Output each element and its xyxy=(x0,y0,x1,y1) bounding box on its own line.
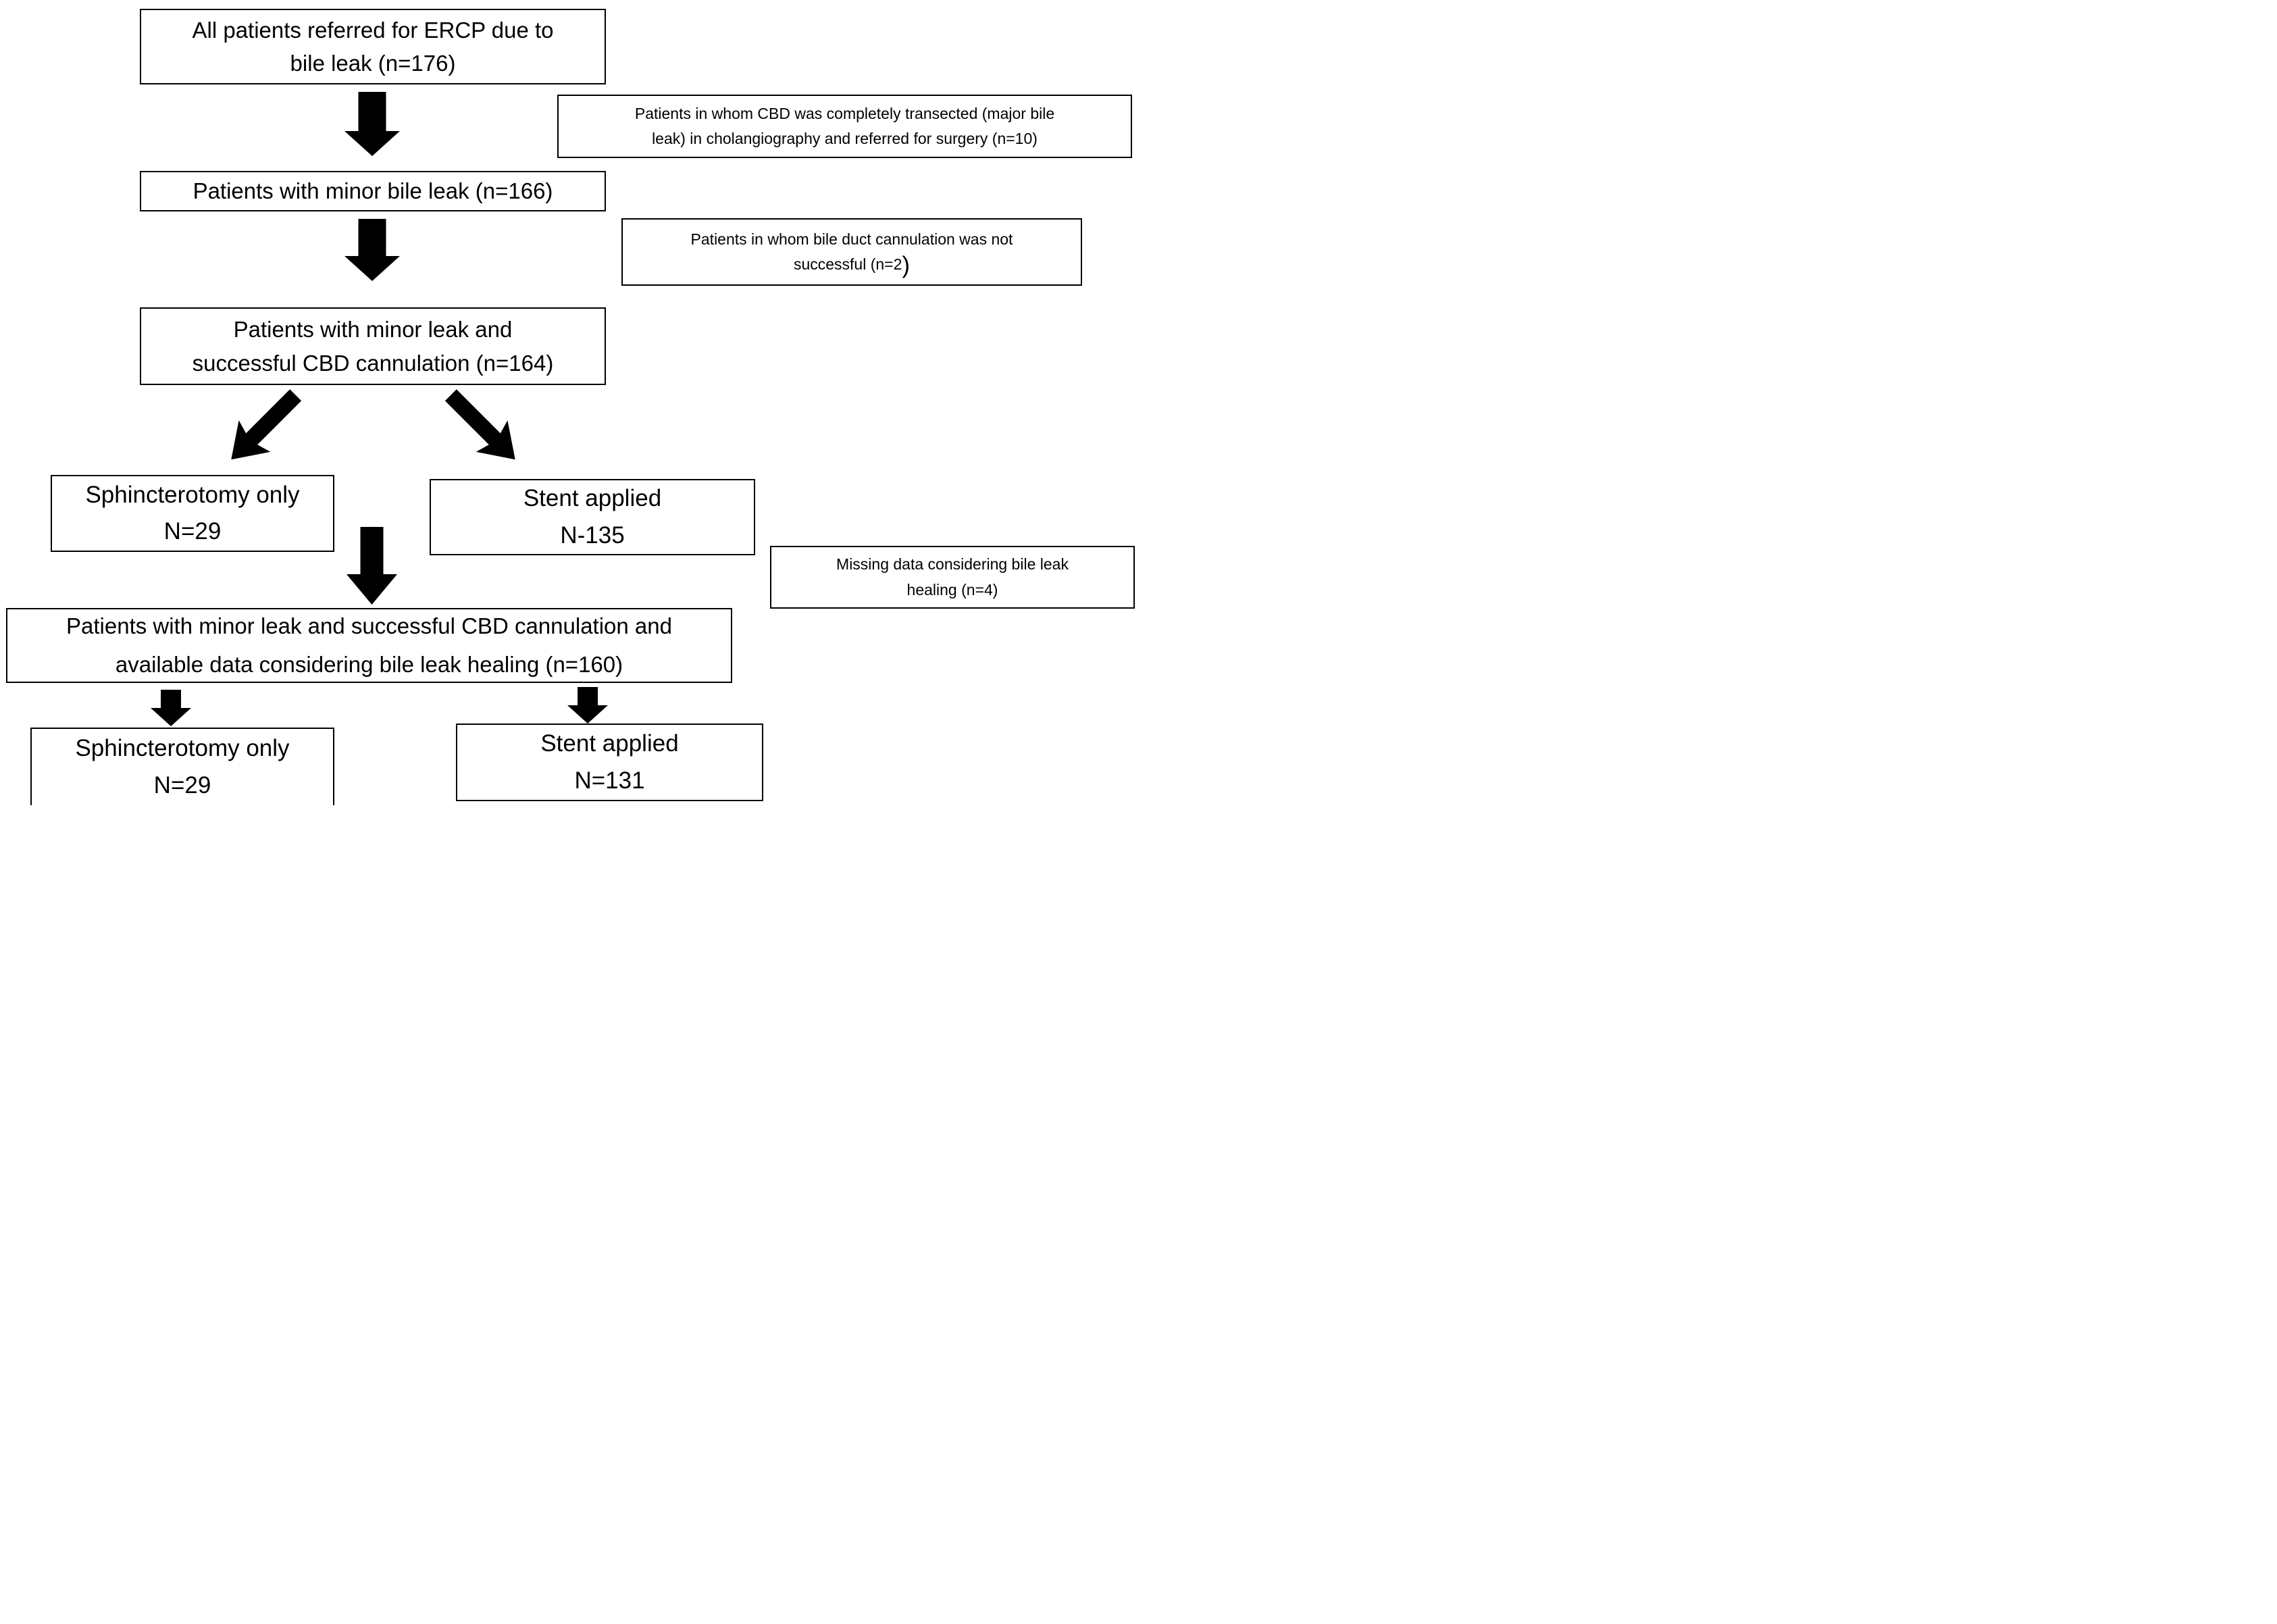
text-line: successful (n=2) xyxy=(623,252,1081,277)
node-sphincterotomy-only-2-text: Sphincterotomy only N=29 xyxy=(32,730,333,804)
node-referred-ercp-text: All patients referred for ERCP due to bi… xyxy=(141,14,605,80)
arrow-referred-to-minor-leak xyxy=(344,92,400,156)
node-excluded-cannulation-failed: Patients in whom bile duct cannulation w… xyxy=(621,218,1082,286)
text-line: Patients in whom bile duct cannulation w… xyxy=(690,230,1013,248)
node-minor-bile-leak: Patients with minor bile leak (n=166) xyxy=(140,171,606,211)
text-line: Stent applied xyxy=(540,730,679,757)
text-line: N=29 xyxy=(153,771,211,798)
node-excluded-major-leak-text: Patients in whom CBD was completely tran… xyxy=(559,101,1131,152)
block-arrow-diagonal-icon xyxy=(231,389,302,460)
text-line: Patients with minor leak and xyxy=(233,317,513,342)
flowchart-canvas: All patients referred for ERCP due to bi… xyxy=(0,0,1139,812)
node-stent-applied-2-text: Stent applied N=131 xyxy=(457,726,762,799)
node-stent-applied-2: Stent applied N=131 xyxy=(456,724,763,801)
text-line: leak) in cholangiography and referred fo… xyxy=(652,130,1038,147)
node-final-cohort: Patients with minor leak and successful … xyxy=(6,608,732,683)
arrow-final-to-stent xyxy=(567,687,608,724)
arrow-branch-to-sphincterotomy xyxy=(215,379,311,475)
block-arrow-diagonal-icon xyxy=(444,389,515,460)
arrow-branch-to-stent xyxy=(435,379,531,475)
arrow-minor-leak-to-cannulation xyxy=(344,219,400,281)
arrow-to-final-cohort xyxy=(347,527,397,605)
arrow-final-to-sphincterotomy xyxy=(151,690,191,726)
text-line: N=29 xyxy=(163,518,222,544)
text-line: Stent applied xyxy=(523,485,662,512)
text-line: bile leak (n=176) xyxy=(290,51,456,76)
text-line: Patients with minor bile leak (n=166) xyxy=(193,178,553,204)
large-paren-glyph: ) xyxy=(902,252,911,278)
node-sphincterotomy-only-2: Sphincterotomy only N=29 xyxy=(30,728,334,805)
block-arrow-down-icon xyxy=(344,92,400,156)
node-cannulation-success-text: Patients with minor leak and successful … xyxy=(141,313,605,380)
node-cannulation-success: Patients with minor leak and successful … xyxy=(140,307,606,385)
node-excluded-cannulation-failed-text: Patients in whom bile duct cannulation w… xyxy=(623,227,1081,278)
text-line: All patients referred for ERCP due to xyxy=(192,17,554,43)
text-line: N=131 xyxy=(574,767,645,794)
node-stent-applied-1-text: Stent applied N-135 xyxy=(431,480,754,554)
text-line: healing (n=4) xyxy=(906,580,998,599)
text-line: available data considering bile leak hea… xyxy=(115,651,623,677)
node-missing-data-text: Missing data considering bile leak heali… xyxy=(771,552,1133,603)
text-line: Sphincterotomy only xyxy=(85,481,300,508)
node-missing-data: Missing data considering bile leak heali… xyxy=(770,546,1135,609)
node-stent-applied-1: Stent applied N-135 xyxy=(430,479,755,555)
block-arrow-down-icon xyxy=(344,219,400,281)
node-referred-ercp: All patients referred for ERCP due to bi… xyxy=(140,9,606,84)
text-line: Sphincterotomy only xyxy=(75,735,290,762)
text-line: successful CBD cannulation (n=164) xyxy=(192,350,554,376)
node-sphincterotomy-only-1-text: Sphincterotomy only N=29 xyxy=(52,477,333,551)
text-line: Patients with minor leak and successful … xyxy=(66,613,672,639)
text-line: Patients in whom CBD was completely tran… xyxy=(634,104,1055,122)
text-line-part: successful (n=2 xyxy=(793,255,902,273)
text-line: Missing data considering bile leak xyxy=(836,555,1069,574)
node-excluded-major-leak: Patients in whom CBD was completely tran… xyxy=(557,95,1132,158)
text-line: N-135 xyxy=(560,522,625,549)
node-minor-bile-leak-text: Patients with minor bile leak (n=166) xyxy=(141,174,605,208)
block-arrow-down-icon xyxy=(151,690,191,726)
node-sphincterotomy-only-1: Sphincterotomy only N=29 xyxy=(51,475,334,552)
block-arrow-down-icon xyxy=(347,527,397,605)
block-arrow-down-icon xyxy=(567,687,608,724)
node-final-cohort-text: Patients with minor leak and successful … xyxy=(7,607,731,683)
